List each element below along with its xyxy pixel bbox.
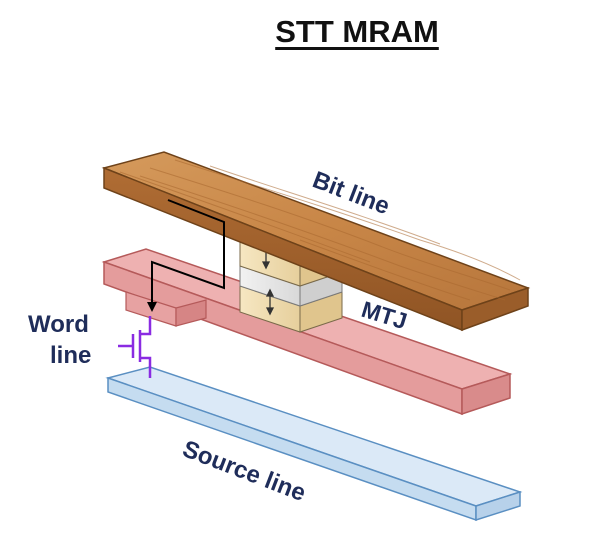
current-path-arrow	[147, 199, 225, 312]
page-title: STT MRAM	[275, 14, 439, 49]
word-line-label-1: Word	[28, 311, 89, 338]
source-line-bar	[105, 366, 523, 522]
bit-line-bar	[101, 151, 531, 332]
word-line-label-2: line	[50, 342, 91, 369]
transistor-icon	[118, 316, 152, 378]
